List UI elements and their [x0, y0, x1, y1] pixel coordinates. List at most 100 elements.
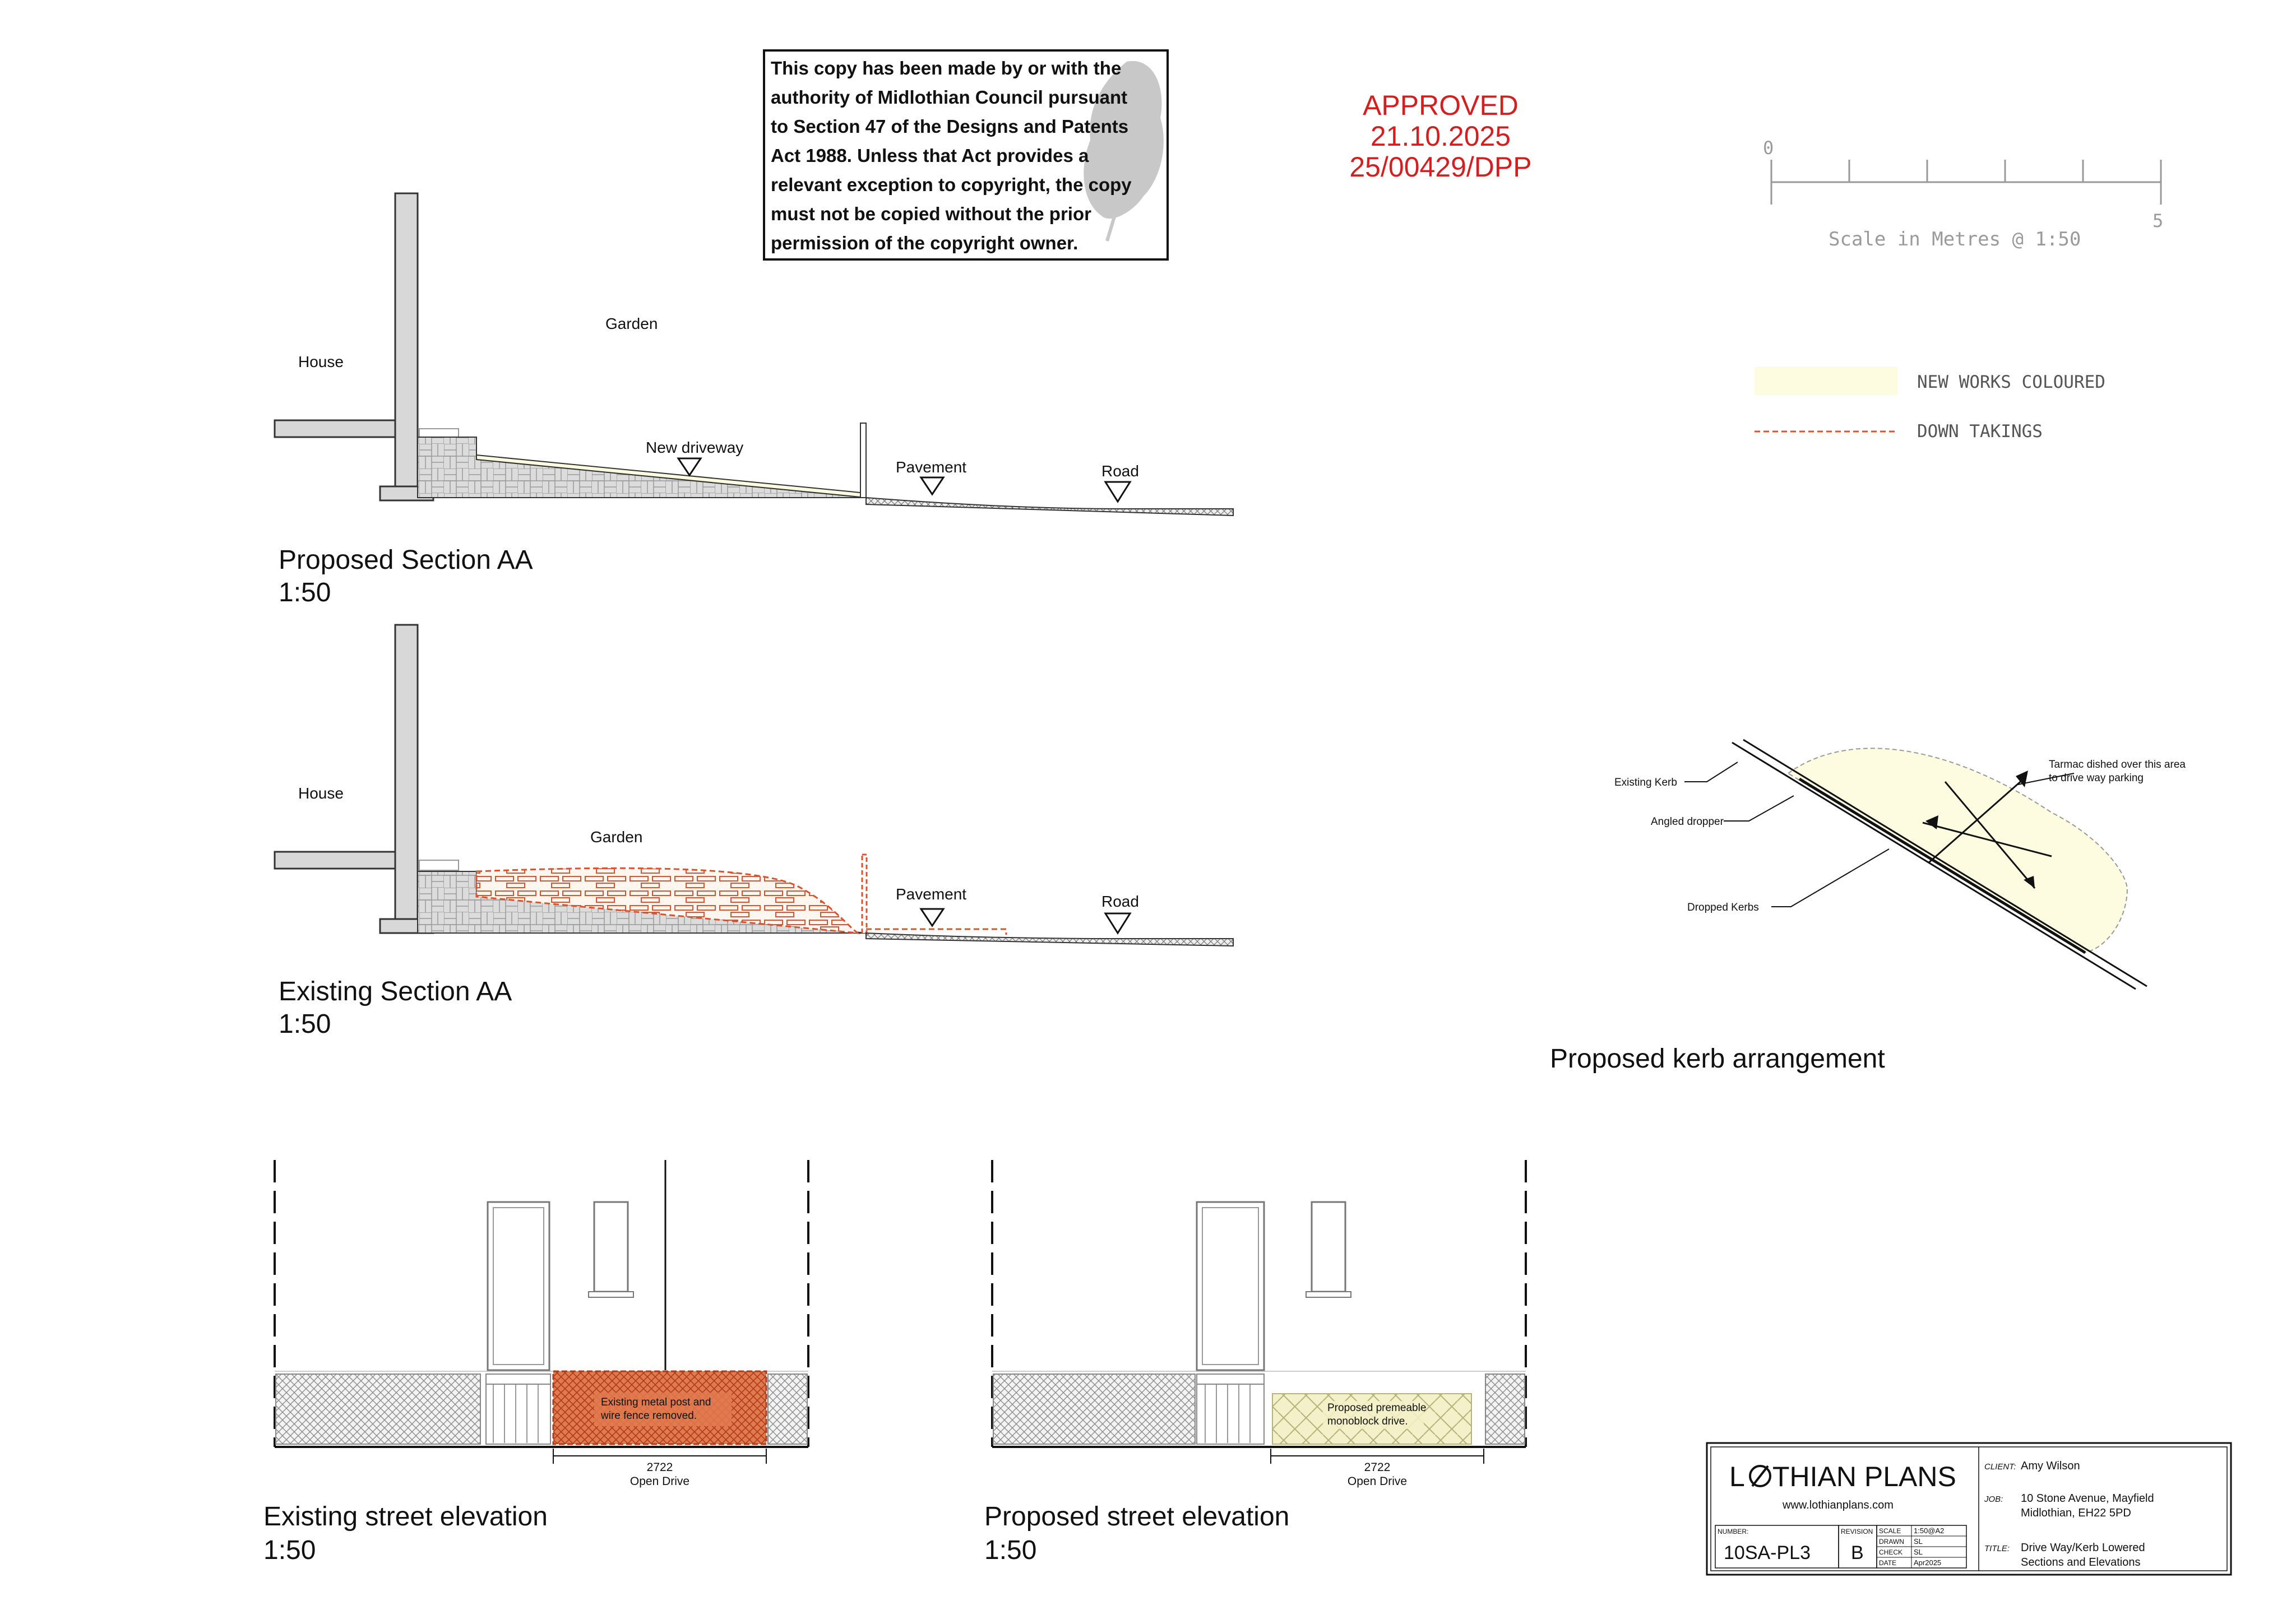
label-road: Road	[1101, 893, 1139, 910]
copyright-line-5: relevant exception to copyright, the cop…	[771, 174, 1132, 195]
level-marker-road-icon	[1104, 912, 1132, 935]
client-name: Amy Wilson	[2021, 1460, 2080, 1472]
house-floor	[274, 419, 396, 438]
proposed-section: House Garden New driveway Pavement Road …	[274, 192, 1234, 607]
copyright-line-1: This copy has been made by or with the	[771, 58, 1121, 78]
existing-section: House Garden Pavement Road Existing Sect…	[274, 624, 1234, 1039]
title-line-1: Drive Way/Kerb Lowered	[2021, 1542, 2145, 1554]
label-road: Road	[1101, 462, 1139, 480]
label-tarmac-line-2: to drive way parking	[2049, 772, 2144, 784]
label-tarmac-line-1: Tarmac dished over this area	[2049, 759, 2186, 771]
logo-o-icon	[1749, 1465, 1771, 1487]
proposed-elevation: Proposed premeable monoblock drive. 2722…	[984, 1160, 1527, 1565]
label-new-driveway: New driveway	[646, 439, 743, 456]
label-angled-dropper: Angled dropper	[1651, 816, 1724, 828]
pavement-road	[865, 932, 1234, 947]
fence-post-removed	[861, 853, 868, 934]
company-name-suffix: THIAN PLANS	[1772, 1461, 1956, 1492]
dimension-label: Open Drive	[630, 1475, 689, 1488]
kerb-line-outer	[1732, 741, 2136, 990]
existing-elevation-scale: 1:50	[263, 1535, 316, 1565]
existing-elevation-title: Existing street elevation	[263, 1502, 548, 1532]
scale-label: SCALE	[1879, 1527, 1901, 1535]
hedge-left	[275, 1374, 481, 1445]
company-name-prefix: L	[1729, 1461, 1745, 1492]
company-website: www.lothianplans.com	[1782, 1499, 1894, 1511]
label-garden: Garden	[590, 828, 642, 846]
old-kerb-removed	[866, 928, 1007, 935]
kerb-line-inner	[1743, 739, 2147, 987]
title-label: TITLE:	[1984, 1544, 2010, 1553]
scale-caption: Scale in Metres @ 1:50	[1829, 228, 2081, 250]
scale-bar: 0 5 Scale in Metres @ 1:50	[1763, 137, 2163, 250]
house-floor	[274, 851, 396, 870]
window	[593, 1201, 629, 1293]
copyright-line-2: authority of Midlothian Council pursuant	[771, 87, 1127, 108]
legend: NEW WORKS COLOURED DOWN TAKINGS	[1755, 367, 2105, 442]
existing-section-scale: 1:50	[279, 1009, 331, 1039]
level-marker-pavement-icon	[919, 476, 945, 496]
proposed-elevation-title: Proposed street elevation	[984, 1502, 1289, 1532]
date-value: Apr2025	[1914, 1558, 1941, 1567]
check-value: SL	[1914, 1548, 1923, 1556]
drive-note-line-2: monoblock drive.	[1327, 1416, 1408, 1427]
proposed-elevation-scale: 1:50	[984, 1535, 1036, 1565]
dimension-label: Open Drive	[1348, 1475, 1407, 1488]
fence-note-line-1: Existing metal post and	[601, 1396, 711, 1408]
check-label: CHECK	[1879, 1548, 1902, 1556]
tarmac-dished-area	[1787, 748, 2128, 954]
approval-stamp: APPROVED 21.10.2025 25/00429/DPP	[1349, 90, 1531, 183]
kerb-arrangement: Existing Kerb Angled dropper Dropped Ker…	[1550, 739, 2186, 1074]
hedge-right	[1485, 1374, 1525, 1445]
drawn-label: DRAWN	[1879, 1538, 1904, 1546]
gate	[1196, 1374, 1265, 1445]
number-label: NUMBER:	[1718, 1528, 1748, 1535]
flow-arrow	[1944, 781, 2036, 889]
pavement-road	[865, 497, 1234, 517]
label-pavement: Pavement	[896, 885, 966, 903]
label-existing-kerb: Existing Kerb	[1614, 777, 1677, 788]
label-house: House	[298, 353, 344, 370]
approval-date: 21.10.2025	[1371, 120, 1511, 152]
title-block: L THIAN PLANS www.lothianplans.com NUMBE…	[1706, 1442, 2232, 1576]
label-garden: Garden	[605, 315, 658, 332]
kerb-arrangement-title: Proposed kerb arrangement	[1550, 1044, 1885, 1074]
approval-status: APPROVED	[1363, 90, 1519, 121]
boundary-post	[860, 423, 867, 498]
client-label: CLIENT:	[1984, 1462, 2016, 1472]
level-marker-driveway-icon	[677, 457, 702, 477]
copyright-line-6: must not be copied without the prior	[771, 203, 1091, 224]
existing-section-title: Existing Section AA	[279, 977, 512, 1006]
house-wall	[394, 192, 419, 500]
revision-value: B	[1851, 1542, 1864, 1563]
job-line-1: 10 Stone Avenue, Mayfield	[2021, 1492, 2154, 1505]
approval-reference: 25/00429/DPP	[1349, 151, 1531, 183]
flow-arrow	[1922, 822, 2052, 857]
scale-value: 1:50@A2	[1914, 1526, 1944, 1535]
new-works-swatch	[1755, 367, 1897, 395]
copyright-notice: This copy has been made by or with the a…	[763, 49, 1169, 261]
fence-note-line-2: wire fence removed.	[600, 1410, 697, 1422]
proposed-section-scale: 1:50	[279, 578, 331, 607]
existing-elevation: Existing metal post and wire fence remov…	[263, 1160, 809, 1565]
label-house: House	[298, 785, 344, 802]
new-works-label: NEW WORKS COLOURED	[1917, 372, 2105, 392]
proposed-section-title: Proposed Section AA	[279, 545, 533, 575]
down-takings-label: DOWN TAKINGS	[1917, 421, 2043, 442]
flow-arrow	[1928, 778, 2024, 864]
copyright-line-4: Act 1988. Unless that Act provides a	[771, 145, 1089, 166]
revision-label: REVISION	[1841, 1528, 1873, 1535]
dropped-kerb-line	[1798, 777, 2086, 954]
label-pavement: Pavement	[896, 458, 966, 476]
door	[1196, 1201, 1265, 1371]
drawn-value: SL	[1914, 1537, 1923, 1546]
gate	[485, 1374, 551, 1445]
drive-note-line-1: Proposed premeable	[1327, 1402, 1426, 1414]
copyright-line-3: to Section 47 of the Designs and Patents	[771, 116, 1128, 137]
dimension-value: 2722	[1364, 1461, 1391, 1474]
drawing-number: 10SA-PL3	[1724, 1542, 1811, 1563]
garden-mound-removed	[475, 867, 861, 935]
hedge-right	[767, 1374, 808, 1445]
date-label: DATE	[1879, 1559, 1896, 1567]
job-label: JOB:	[1984, 1495, 2003, 1504]
